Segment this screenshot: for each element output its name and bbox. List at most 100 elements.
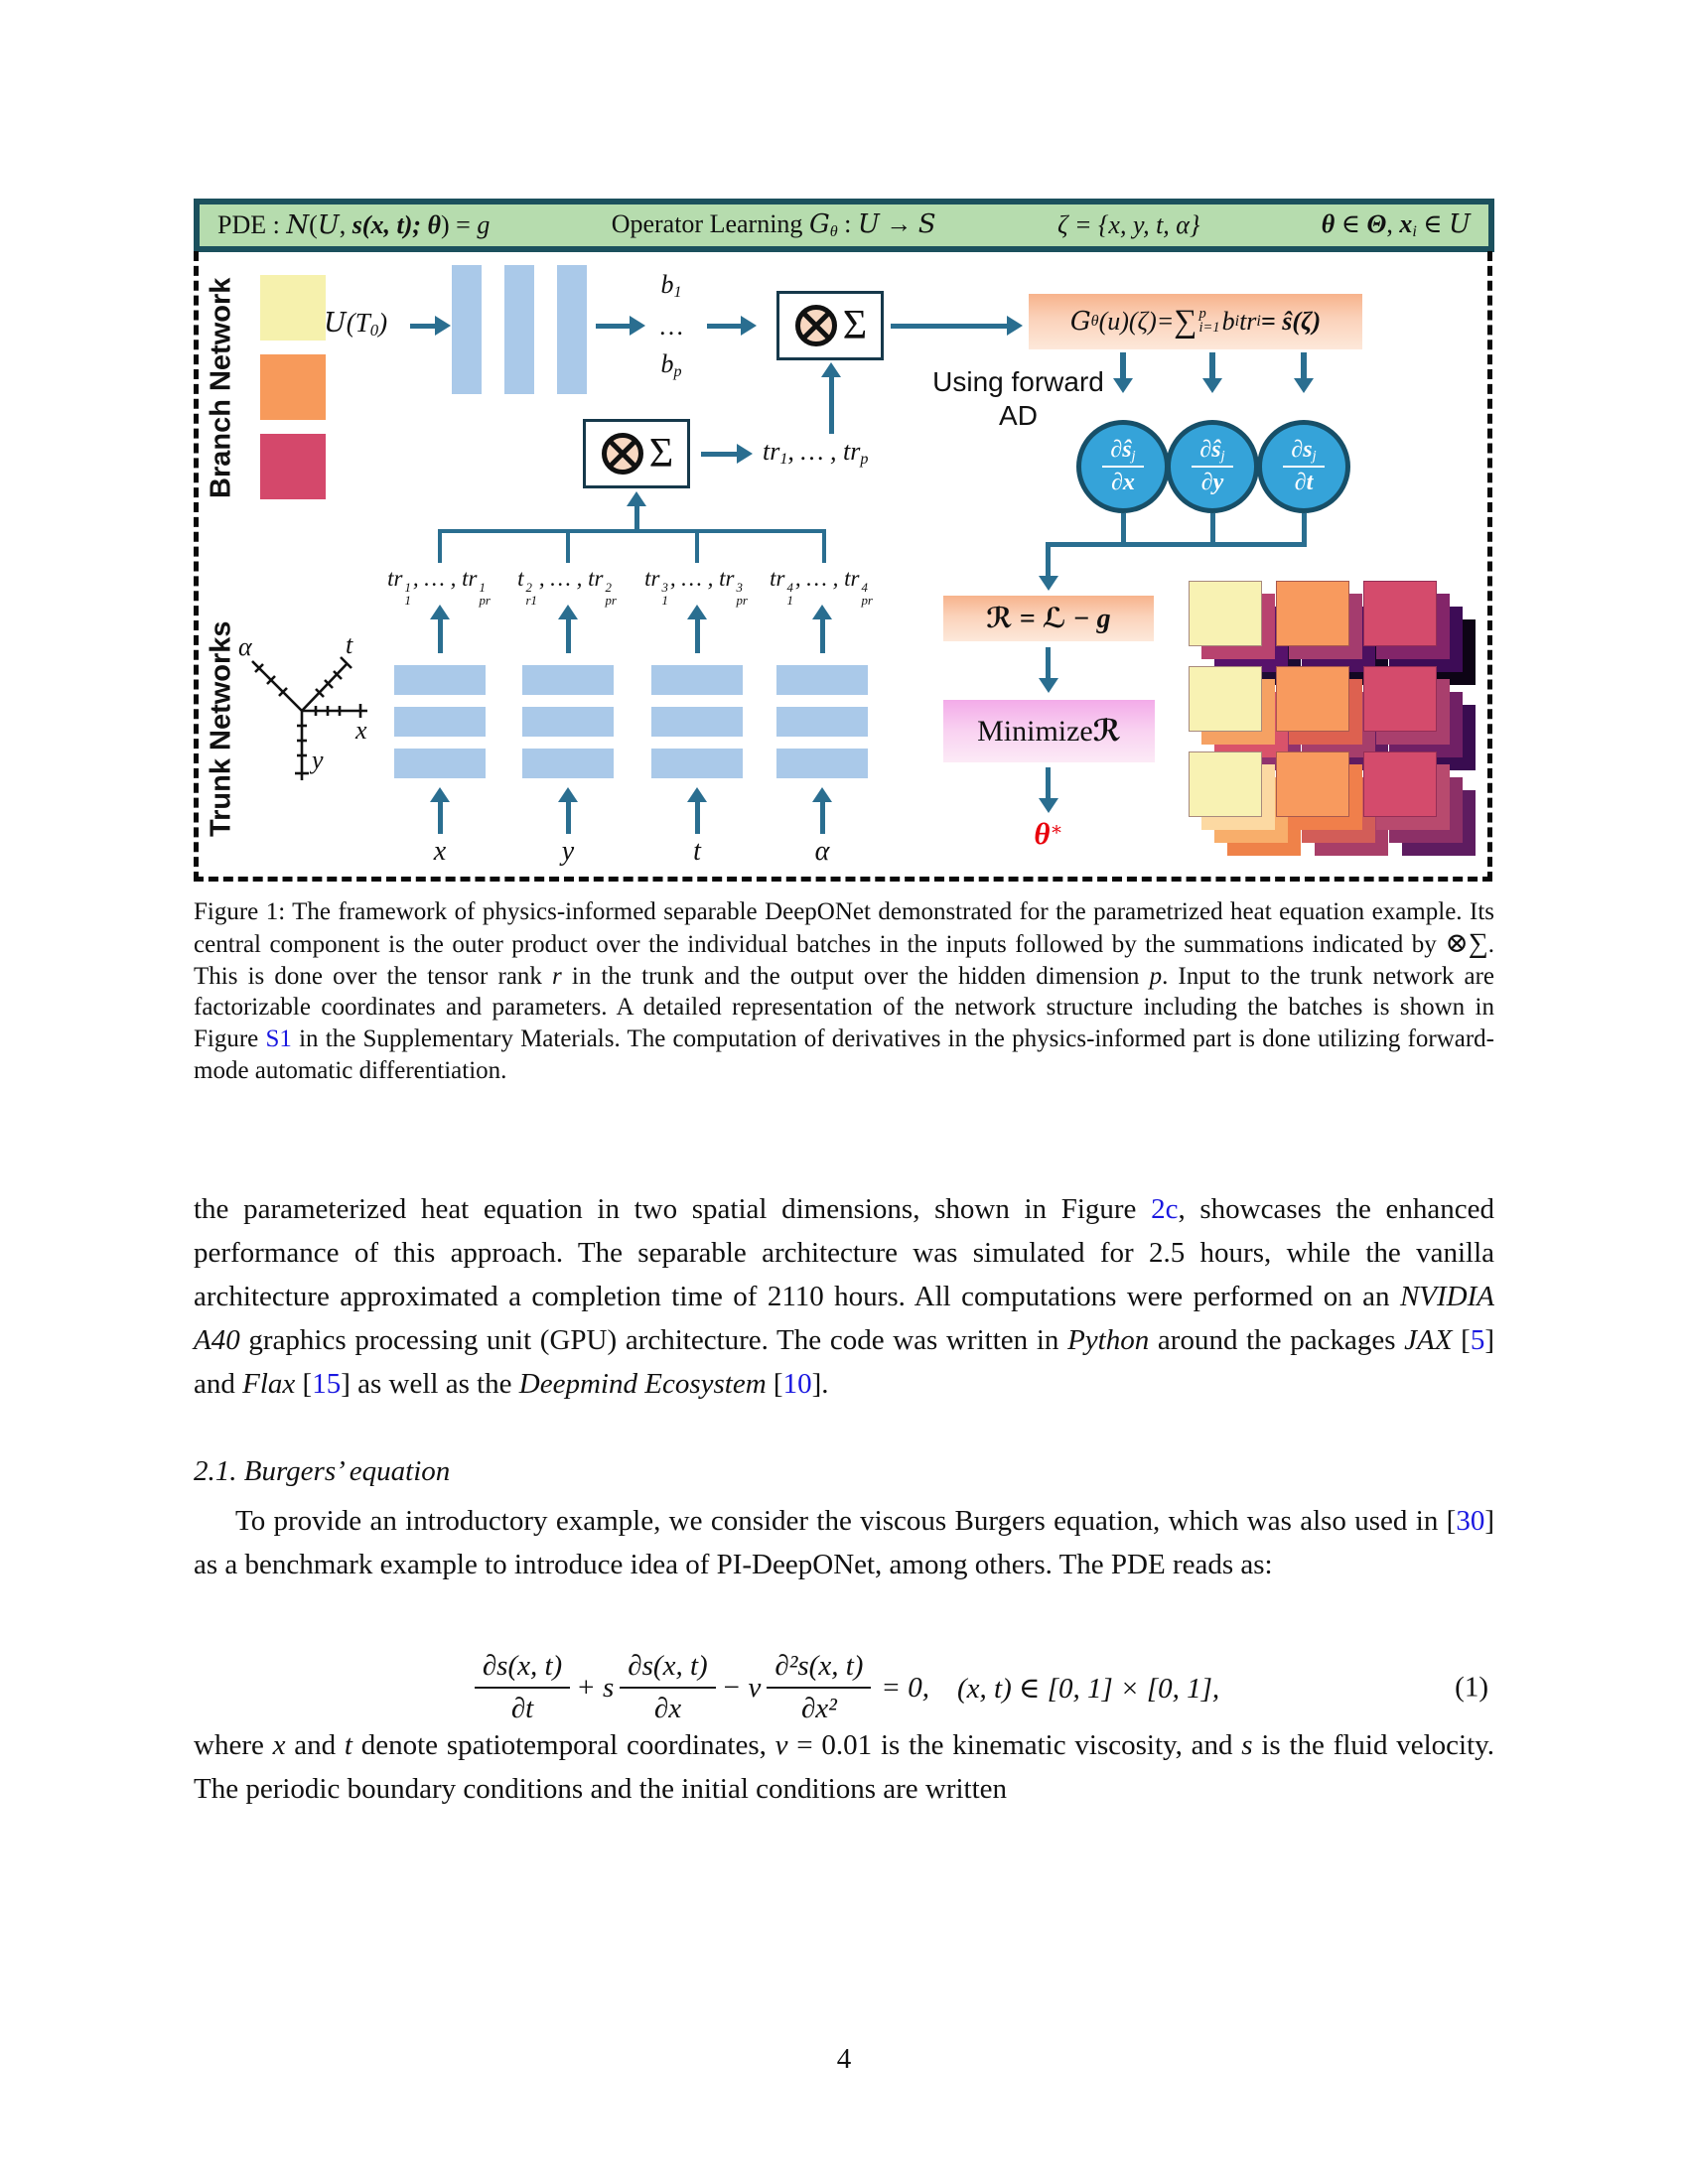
text-run: ] as well as the	[341, 1368, 519, 1400]
flow-arrowhead	[558, 787, 578, 802]
text-run: tr	[763, 437, 780, 466]
heatmap-tile-stack	[1189, 751, 1262, 817]
text-run: 1	[673, 284, 682, 302]
flow-arrowhead	[1039, 798, 1058, 813]
reference-link[interactable]: 15	[312, 1368, 342, 1400]
text-run: t	[344, 1729, 352, 1761]
text-run: ∂ŝ	[1199, 436, 1221, 463]
text-run: Python	[1067, 1324, 1150, 1356]
text-run: , … ,	[412, 566, 463, 591]
text-run: , … ,	[794, 566, 845, 591]
text-run: ].	[811, 1368, 829, 1400]
input-function-snapshots	[260, 275, 326, 499]
text-run: tr	[1239, 307, 1257, 336]
deriv-bracket-stub	[1302, 513, 1307, 546]
text-run: j	[1220, 448, 1225, 465]
text-run: θ	[1321, 208, 1336, 238]
flow-arrowhead	[1294, 378, 1314, 393]
otimes-icon	[794, 305, 837, 346]
text-run: ] as a benchmark example to introduce id…	[194, 1505, 1494, 1580]
flow-arrowhead	[558, 605, 578, 619]
reference-link[interactable]: S1	[265, 1025, 292, 1053]
derivative-circle-dx: ∂ŝj∂x	[1076, 420, 1170, 513]
text-run: ∗	[1050, 819, 1063, 841]
text-run: s	[1241, 1729, 1253, 1761]
text-run: Deepmind Ecosystem	[518, 1368, 767, 1400]
text-run: j	[1131, 448, 1136, 465]
flow-arrow	[596, 324, 632, 329]
text-run: ∂t	[1294, 470, 1314, 496]
trunk-layer-bar	[394, 707, 486, 737]
text-run: . Input to the trunk network are factori…	[194, 962, 1495, 1053]
trunk-layer-bar	[776, 665, 868, 695]
deriv-bracket-stub	[1210, 513, 1215, 546]
trunk-bracket-stub	[695, 529, 699, 563]
branch-layer-bar	[557, 265, 587, 394]
reference-link[interactable]: 5	[1470, 1324, 1485, 1356]
text-run: x	[1399, 208, 1413, 238]
text-run: U	[324, 308, 347, 339]
text-run: tr	[387, 566, 403, 591]
flow-arrow	[1301, 352, 1307, 380]
axis-t-label: t	[346, 631, 353, 659]
text-run: p	[673, 363, 682, 381]
flow-arrowhead	[430, 605, 450, 619]
reference-link[interactable]: 2c	[1151, 1193, 1179, 1225]
text-run: Θ	[1366, 208, 1387, 238]
trunk-layer-bar	[522, 665, 614, 695]
text-run: ∂s	[1291, 436, 1313, 463]
reference-link[interactable]: 30	[1456, 1505, 1485, 1537]
residual-box: ℛ = ℒ − g	[943, 596, 1154, 641]
text-run: = 0.01 is the kinematic viscosity, and	[787, 1729, 1242, 1761]
flow-arrow	[566, 800, 571, 834]
flow-arrowhead	[430, 787, 450, 802]
text-run: and	[285, 1729, 345, 1761]
branch-layer-bar	[504, 265, 534, 394]
flow-arrow	[566, 617, 571, 653]
text-run: , … ,	[787, 437, 844, 466]
text-run: ] and	[194, 1324, 1494, 1400]
text-run: t	[517, 566, 524, 591]
text-run: [	[766, 1368, 783, 1400]
input-snapshot-square	[260, 354, 326, 420]
input-snapshot-square	[260, 434, 326, 499]
text-run: JAX	[1404, 1324, 1453, 1356]
text-run: ∂ŝ	[1110, 436, 1132, 463]
flow-arrowhead	[1039, 576, 1058, 591]
sigma-symbol: Σ	[842, 303, 868, 348]
trunk-input-label: α	[814, 836, 830, 867]
reference-link[interactable]: 10	[782, 1368, 812, 1400]
text-run: graphics processing unit (GPU) architect…	[239, 1324, 1068, 1356]
trunk-layer-bar	[394, 749, 486, 778]
derivative-circle-dt: ∂sj∂t	[1257, 420, 1350, 513]
text-run: θ	[1034, 816, 1051, 851]
heatmap-tile-stack	[1189, 581, 1262, 646]
text-run: s(x, t); θ	[352, 210, 441, 239]
text-run: →	[879, 208, 918, 238]
text-run: S	[917, 208, 936, 239]
text-run: G	[808, 208, 830, 239]
text-run: ν	[774, 1729, 788, 1761]
text-run: ) =	[441, 210, 478, 239]
text-run: b	[1221, 307, 1235, 336]
body-paragraph-3: where x and t denote spatiotemporal coor…	[194, 1723, 1494, 1811]
axis-alpha-label: α	[238, 632, 253, 661]
text-run: U	[317, 210, 340, 240]
text-run: (	[309, 210, 318, 239]
banner-pde-equation: PDE : N(U, s(x, t); θ) = g	[217, 210, 490, 240]
text-run: , … ,	[669, 566, 720, 591]
flow-arrowhead	[627, 491, 646, 506]
text-run: where	[194, 1729, 273, 1761]
flow-arrow	[829, 375, 834, 434]
equation-fraction: ∂s(x, t)∂t	[474, 1650, 571, 1725]
text-run: Minimize	[977, 714, 1093, 748]
optimal-theta-label: θ∗	[1011, 816, 1086, 852]
flow-arrowhead	[1202, 378, 1222, 393]
